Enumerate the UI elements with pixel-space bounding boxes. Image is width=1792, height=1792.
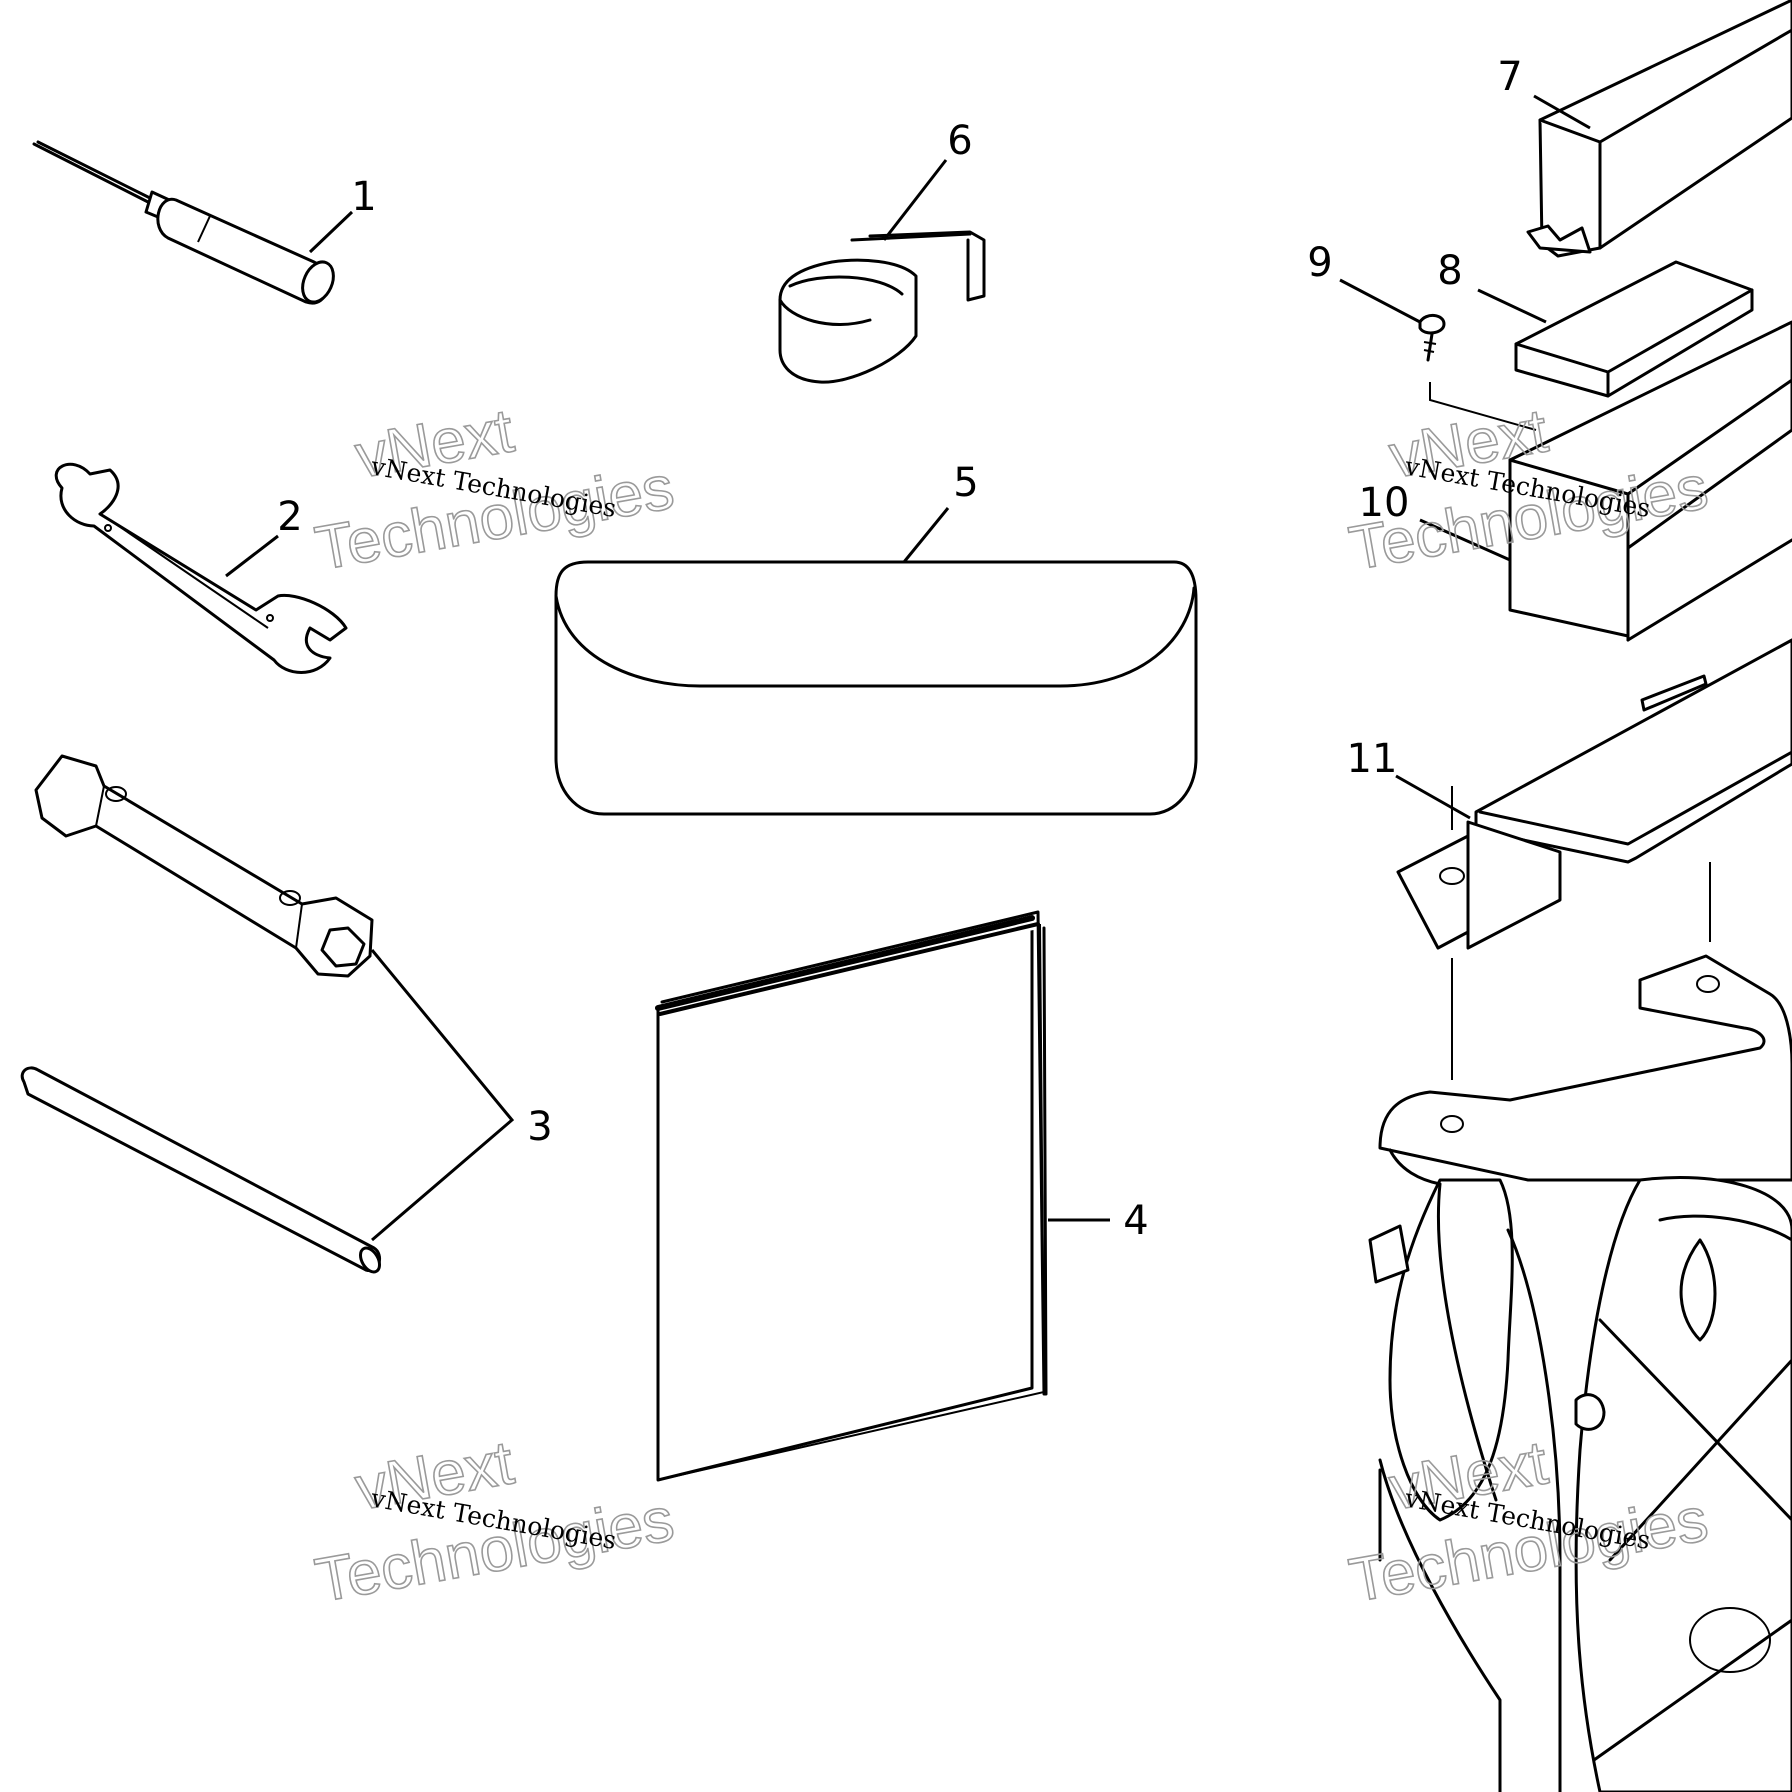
leader-1 (308, 210, 354, 254)
callout-5: 5 (953, 460, 978, 506)
callout-10: 10 (1359, 480, 1410, 526)
leader-7 (1533, 94, 1591, 130)
pad-part (1514, 260, 1754, 398)
callout-7: 7 (1497, 54, 1522, 100)
manual-part (655, 910, 1048, 1482)
chassis-part (1368, 954, 1792, 1792)
leader-10 (1419, 518, 1511, 562)
leader-3 (370, 949, 515, 1242)
callout-8: 8 (1437, 248, 1462, 294)
callout-labels: 1 2 3 4 5 6 7 8 9 10 11 (277, 54, 1522, 1244)
tool-pouch-part (554, 560, 1198, 816)
leader-2 (225, 534, 279, 578)
watermark-top-left: vNext Technologies vNext Technologies (310, 396, 680, 585)
callout-9: 9 (1307, 240, 1332, 286)
box-wrench-part (34, 754, 374, 978)
tommy-bar-part (20, 1066, 382, 1274)
leader-11 (1395, 774, 1471, 820)
callout-3: 3 (527, 1104, 552, 1150)
watermark-bottom-left: vNext Technologies vNext Technologies (310, 1428, 680, 1617)
callout-2: 2 (277, 494, 302, 540)
storage-box-part (1508, 320, 1792, 642)
leader-8 (1477, 288, 1547, 324)
wrench-part (54, 462, 348, 674)
leader-6 (882, 159, 948, 241)
bracket-part (1396, 638, 1792, 1080)
callout-11: 11 (1347, 736, 1398, 782)
callout-1: 1 (351, 174, 376, 220)
screwdriver-part (32, 140, 335, 305)
callout-6: 6 (947, 118, 972, 164)
screw-part (1418, 314, 1537, 431)
leader-lines (225, 94, 1591, 1242)
leader-5 (902, 507, 950, 563)
callout-4: 4 (1123, 1198, 1148, 1244)
storage-lid-part (1526, 0, 1792, 258)
leader-9 (1339, 278, 1421, 324)
strap-part (778, 230, 986, 384)
